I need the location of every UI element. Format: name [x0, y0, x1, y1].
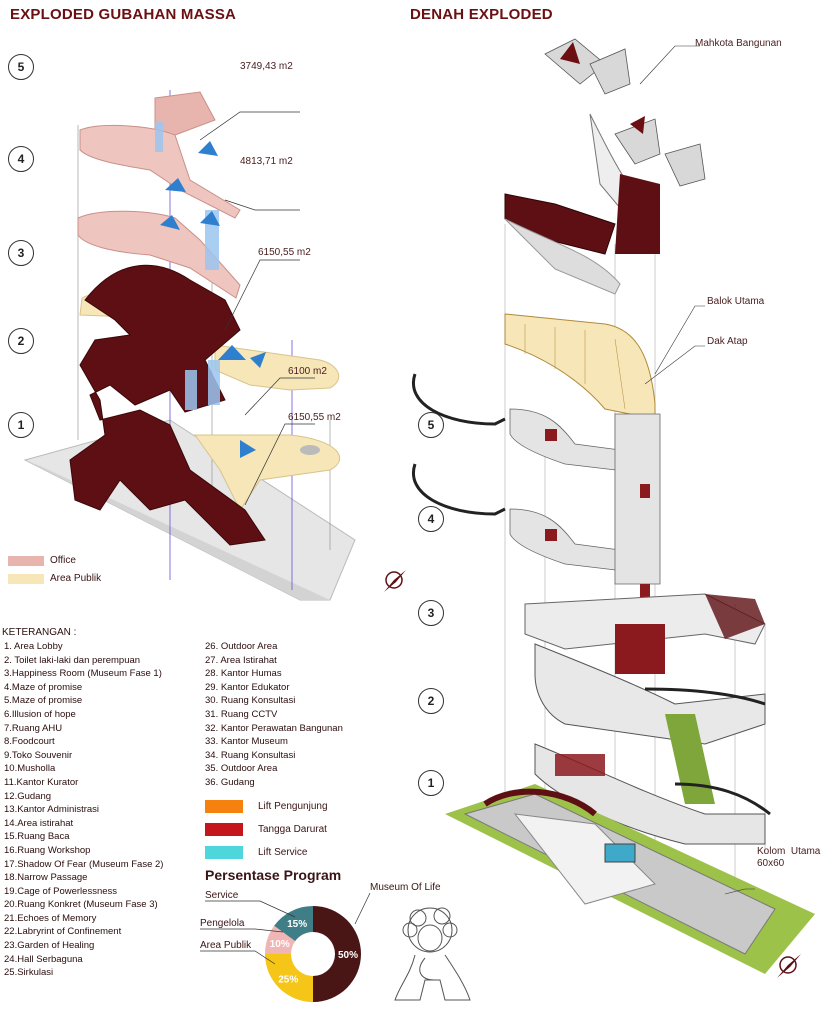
donut-category-label: Museum Of Life — [370, 882, 441, 893]
ket-item: 15.Ruang Baca — [4, 831, 70, 843]
ket-item: 8.Foodcourt — [4, 736, 55, 748]
ket-item: 23.Garden of Healing — [4, 940, 95, 952]
left-level-1: 1 — [8, 412, 34, 438]
left-level-3: 3 — [8, 240, 34, 266]
ket-item: 3.Happiness Room (Museum Fase 1) — [4, 668, 162, 680]
ket-item: 2. Toilet laki-laki dan perempuan — [4, 654, 141, 666]
ket-item: 31. Ruang CCTV — [205, 708, 278, 720]
donut-leader-line — [205, 900, 296, 918]
main-column-label: Kolom Utama 60x60 — [757, 846, 821, 869]
ket-item: 28. Kantor Humas — [205, 668, 282, 680]
ket-item: 21.Echoes of Memory — [4, 912, 97, 924]
area-label-floor1: 6150,55 m2 — [288, 412, 341, 423]
child-sketch-illustration — [394, 907, 471, 1001]
lift-pengunjung-label: Lift Pengunjung — [258, 801, 328, 812]
donut-leader-line — [200, 928, 284, 933]
donut-slice-area-publik — [265, 954, 313, 1002]
ket-item: 9.Toko Souvenir — [4, 749, 73, 761]
left-title: EXPLODED GUBAHAN MASSA — [10, 6, 237, 23]
area-publik-swatch — [8, 574, 44, 584]
ket-item: 19.Cage of Powerlessness — [4, 885, 118, 897]
left-level-5: 5 — [8, 54, 34, 80]
ket-item: 7.Ruang AHU — [4, 722, 63, 734]
donut-slice-museum-of-life — [313, 906, 361, 1002]
right-title: DENAH EXPLODED — [410, 6, 553, 23]
ket-item: 14.Area istirahat — [4, 817, 74, 829]
area-publik-legend-label: Area Publik — [50, 573, 102, 584]
exploded-massing-diagram — [23, 90, 356, 601]
ket-item: 25.Sirkulasi — [4, 967, 54, 979]
donut-category-label: Area Publik — [200, 940, 252, 951]
donut-category-label: Service — [205, 890, 239, 901]
north-arrow-icon — [384, 570, 406, 592]
exploded-floor-plans — [412, 38, 815, 974]
ket-item: 30. Ruang Konsultasi — [205, 695, 296, 707]
area-label-floor4: 4813,71 m2 — [240, 156, 293, 167]
donut-leader-line — [354, 892, 371, 925]
donut-slice-pengelola — [265, 925, 296, 954]
lift-pengunjung-swatch — [205, 800, 243, 813]
donut-category-label: Pengelola — [200, 918, 245, 929]
donut-value-label: 15% — [287, 919, 307, 930]
ket-item: 22.Labryrint of Confinement — [4, 926, 122, 938]
ket-item: 20.Ruang Konkret (Museum Fase 3) — [4, 899, 158, 911]
donut-leader-line — [200, 950, 276, 965]
right-level-5: 5 — [418, 412, 444, 438]
ket-item: 12.Gudang — [4, 790, 52, 802]
ket-item: 1. Area Lobby — [4, 641, 63, 652]
area-label-floor5: 3749,43 m2 — [240, 61, 293, 72]
tangga-darurat-label: Tangga Darurat — [258, 824, 327, 835]
right-level-1: 1 — [418, 770, 444, 796]
crown-label: Mahkota Bangunan — [695, 38, 782, 49]
office-swatch — [8, 556, 44, 566]
chart-title: Persentase Program — [205, 867, 342, 883]
ket-item: 35. Outdoor Area — [205, 763, 278, 775]
ket-item: 5.Maze of promise — [4, 695, 83, 707]
ket-item: 34. Ruang Konsultasi — [205, 749, 296, 761]
ket-item: 10.Musholla — [4, 763, 56, 775]
beam-label: Balok Utama — [707, 296, 765, 307]
ket-item: 4.Maze of promise — [4, 681, 83, 693]
ket-item: 33. Kantor Museum — [205, 736, 288, 748]
north-arrow-icon-bottom — [777, 954, 801, 978]
ket-item: 26. Outdoor Area — [205, 641, 278, 652]
ket-item: 32. Kantor Perawatan Bangunan — [205, 722, 343, 734]
donut-value-label: 10% — [270, 939, 290, 950]
ket-item: 27. Area Istirahat — [205, 654, 277, 666]
ket-item: 11.Kantor Kurator — [4, 776, 79, 788]
ket-item: 29. Kantor Edukator — [205, 681, 290, 693]
left-level-4: 4 — [8, 146, 34, 172]
ket-item: 17.Shadow Of Fear (Museum Fase 2) — [4, 858, 164, 870]
keterangan-list-col1: 1. Area Lobby 2. Toilet laki-laki dan pe… — [4, 640, 163, 980]
donut-value-label: 50% — [338, 950, 358, 961]
ket-item: 6.Illusion of hope — [4, 708, 76, 720]
ket-item: 36. Gudang — [205, 776, 255, 788]
donut-value-label: 25% — [278, 975, 298, 986]
ket-item: 13.Kantor Administrasi — [4, 804, 100, 816]
right-level-4: 4 — [418, 506, 444, 532]
right-level-2: 2 — [418, 688, 444, 714]
tangga-darurat-swatch — [205, 823, 243, 836]
lift-service-swatch — [205, 846, 243, 859]
office-legend-label: Office — [50, 555, 76, 566]
ket-item: 24.Hall Serbaguna — [4, 953, 83, 965]
keterangan-title: KETERANGAN : — [2, 627, 77, 638]
donut-slice-service — [274, 906, 313, 942]
area-label-floor2: 6100 m2 — [288, 366, 327, 377]
left-level-2: 2 — [8, 328, 34, 354]
ket-item: 18.Narrow Passage — [4, 872, 88, 884]
right-level-3: 3 — [418, 600, 444, 626]
roof-slab-label: Dak Atap — [707, 336, 748, 347]
lift-service-label: Lift Service — [258, 847, 308, 858]
keterangan-list-col2: 26. Outdoor Area 27. Area Istirahat 28. … — [205, 640, 343, 790]
ket-item: 16.Ruang Workshop — [4, 844, 91, 856]
area-label-floor3: 6150,55 m2 — [258, 247, 311, 258]
